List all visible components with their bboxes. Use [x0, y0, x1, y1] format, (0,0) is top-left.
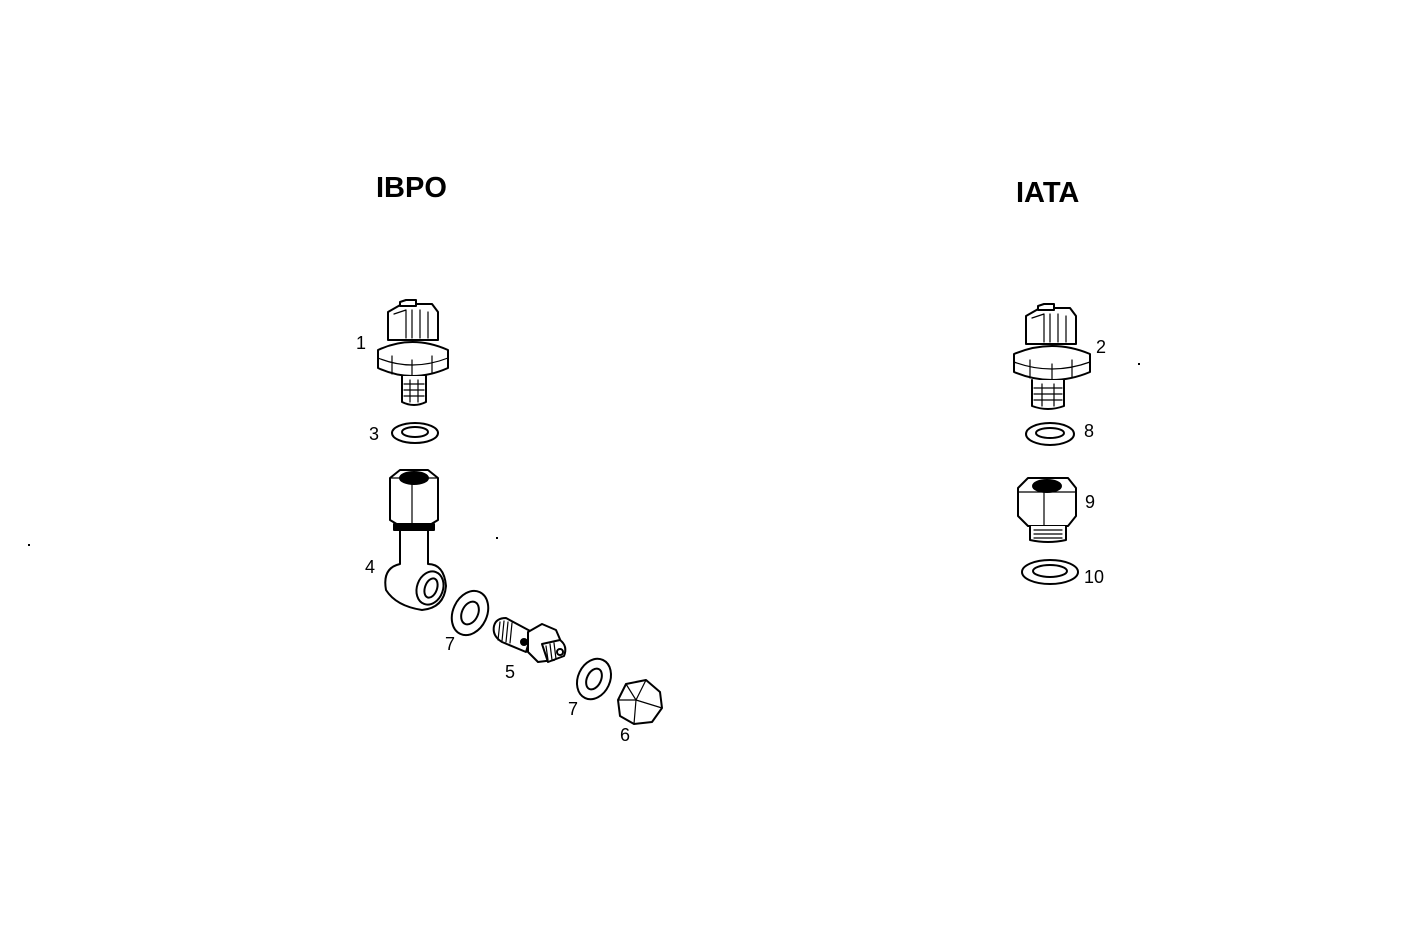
callout-6: 6 [620, 725, 631, 745]
banjo-fitting-icon [384, 469, 447, 611]
callout-5: 5 [505, 662, 516, 682]
banjo-bolt-icon [492, 617, 567, 663]
callout-4: 4 [365, 557, 376, 577]
cap-nut-icon [617, 679, 663, 725]
callout-10: 10 [1084, 567, 1105, 587]
washer-icon [391, 422, 439, 444]
pressure-switch-icon [1013, 303, 1091, 410]
washer-icon [450, 589, 490, 637]
washer-icon [1025, 422, 1075, 446]
callout-7a: 7 [445, 634, 456, 654]
scan-dot [28, 544, 30, 546]
scan-dot [1138, 363, 1140, 365]
adapter-icon [1017, 477, 1077, 543]
group-title-ibpo: IBPO [376, 172, 447, 204]
scan-dot [496, 537, 498, 539]
callout-3: 3 [369, 424, 380, 444]
callout-7b: 7 [568, 699, 579, 719]
callout-1: 1 [356, 333, 367, 353]
group-title-iata: IATA [1016, 177, 1080, 209]
callout-9: 9 [1085, 492, 1096, 512]
callout-8: 8 [1084, 421, 1095, 441]
callout-2: 2 [1096, 337, 1107, 357]
pressure-switch-icon [377, 299, 449, 406]
washer-icon [1021, 559, 1079, 585]
washer-icon [575, 657, 613, 701]
